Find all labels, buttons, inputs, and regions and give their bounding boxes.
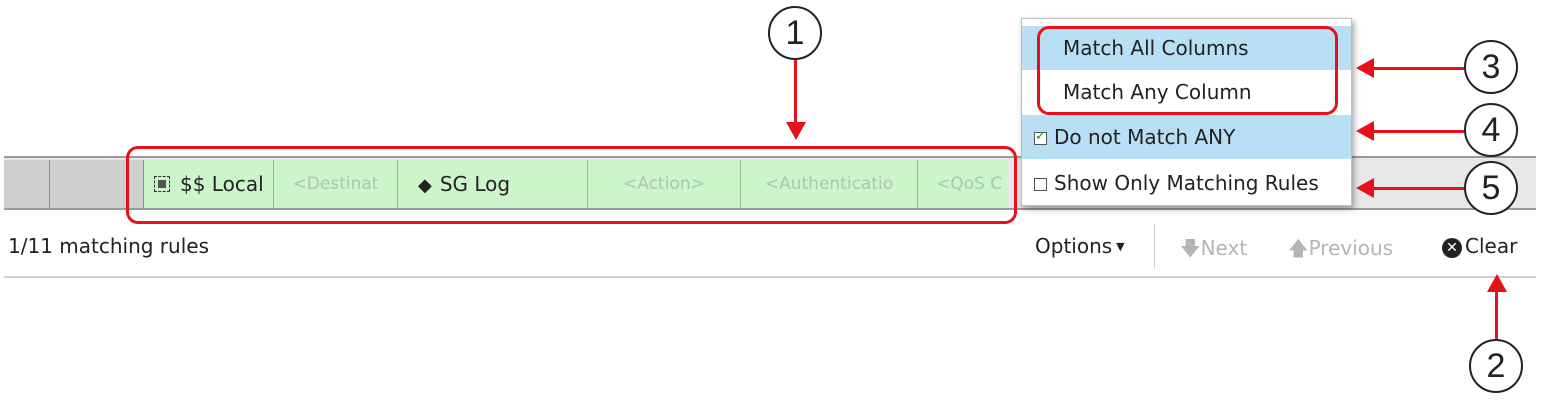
annotation-circle-5: 5 xyxy=(1464,161,1518,215)
filter-cells: $$ Local <Destinat ◆SG Log <Action> <Aut… xyxy=(144,160,1007,208)
arrow-up-icon: 🡅 xyxy=(1288,236,1309,260)
menu-item-show-only-matching-rules[interactable]: Show Only Matching Rules xyxy=(1022,161,1351,205)
separator xyxy=(1154,224,1155,268)
menu-item-match-any-column[interactable]: Match Any Column xyxy=(1063,80,1252,104)
object-icon xyxy=(154,176,170,192)
clear-button[interactable]: ✕Clear xyxy=(1442,234,1517,258)
menu-item-match-all-columns[interactable]: Match All Columns xyxy=(1022,26,1351,70)
annotation-arrow-1 xyxy=(794,60,797,124)
filter-cell-source[interactable]: $$ Local xyxy=(144,160,274,208)
arrow-down-icon: 🡇 xyxy=(1180,236,1201,260)
annotation-arrow-5 xyxy=(1374,187,1464,190)
filter-cell-authentication[interactable]: <Authenticatio xyxy=(741,160,918,208)
annotation-circle-3: 3 xyxy=(1464,40,1518,94)
match-count: 1/11 matching rules xyxy=(8,234,209,258)
next-button[interactable]: 🡇Next xyxy=(1180,236,1248,260)
annotation-circle-1: 1 xyxy=(768,6,822,60)
annotation-circle-2: 2 xyxy=(1469,339,1523,393)
filter-cell-qos[interactable]: <QoS C xyxy=(936,174,1003,194)
filter-cell-action[interactable]: <Action> xyxy=(588,160,741,208)
arrow-head-left-icon xyxy=(1356,121,1374,141)
annotation-circle-4: 4 xyxy=(1464,103,1518,157)
previous-button[interactable]: 🡅Previous xyxy=(1288,236,1394,260)
arrow-head-left-icon xyxy=(1356,58,1374,78)
status-bar: 1/11 matching rules Options▼ 🡇Next 🡅Prev… xyxy=(4,214,1536,278)
annotation-box-filter-cells xyxy=(126,146,1017,224)
caret-down-icon: ▼ xyxy=(1116,240,1125,253)
arrow-head-up-icon xyxy=(1487,274,1507,292)
options-button[interactable]: Options▼ xyxy=(1035,234,1125,258)
filter-cell-service[interactable]: ◆SG Log xyxy=(398,160,588,208)
close-circle-icon: ✕ xyxy=(1442,238,1462,258)
annotation-arrow-2 xyxy=(1495,292,1498,339)
row-header-cell xyxy=(4,160,50,208)
arrow-head-left-icon xyxy=(1356,178,1374,198)
annotation-box-match-options xyxy=(1037,26,1338,115)
diamond-icon: ◆ xyxy=(418,175,432,196)
annotation-arrow-3 xyxy=(1374,67,1464,70)
arrow-head-down-icon xyxy=(786,122,806,140)
checkbox-checked-icon[interactable] xyxy=(1034,129,1047,145)
filter-cell-destination[interactable]: <Destinat xyxy=(274,160,398,208)
checkbox-icon[interactable] xyxy=(1034,178,1047,191)
menu-item-do-not-match-any[interactable]: Do not Match ANY xyxy=(1022,115,1351,159)
annotation-arrow-4 xyxy=(1374,130,1464,133)
